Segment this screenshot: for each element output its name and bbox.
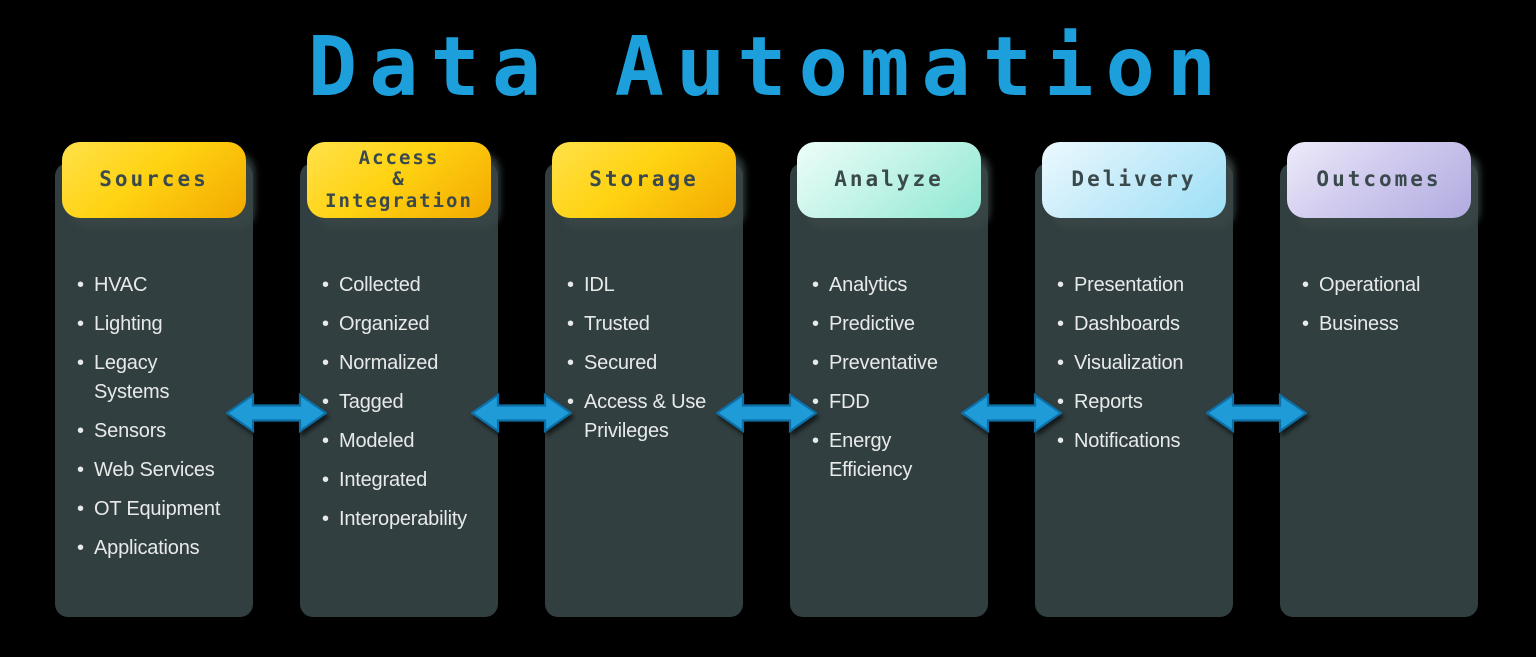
list-item: Operational: [1302, 271, 1456, 300]
list-item: IDL: [567, 271, 721, 300]
double-arrow-icon: [716, 391, 817, 435]
column-items: PresentationDashboardsVisualizationRepor…: [1035, 163, 1233, 456]
list-item: Sensors: [77, 417, 231, 446]
column-outcomes: Outcomes OperationalBusiness: [1280, 142, 1478, 617]
list-item: HVAC: [77, 271, 231, 300]
list-item: Dashboards: [1057, 310, 1211, 339]
list-item: Presentation: [1057, 271, 1211, 300]
column-sources: Sources HVAC LightingLegacy SystemsSensor…: [55, 142, 253, 617]
column-header-badge: Storage: [552, 142, 736, 218]
list-item: Trusted: [567, 310, 721, 339]
page-title: Data Automation: [307, 20, 1229, 115]
list-item: Tagged: [322, 388, 476, 417]
list-item: OT Equipment: [77, 495, 231, 524]
list-item: Preventative: [812, 349, 966, 378]
column-access-integration: Access & Integration CollectedOrganizedN…: [300, 142, 498, 617]
column-items: CollectedOrganizedNormalizedTaggedModele…: [300, 163, 498, 534]
column-items: HVAC LightingLegacy SystemsSensorsWeb Ser…: [55, 163, 253, 563]
list-item: Energy Efficiency: [812, 427, 966, 485]
column-header-badge: Sources: [62, 142, 246, 218]
list-item: Collected: [322, 271, 476, 300]
list-item: Organized: [322, 310, 476, 339]
list-item: Visualization: [1057, 349, 1211, 378]
column-header-badge: Outcomes: [1287, 142, 1471, 218]
column-header-badge: Access & Integration: [307, 142, 491, 218]
column-items: AnalyticsPredictivePreventativeFDD Energy…: [790, 163, 988, 485]
list-item: Legacy Systems: [77, 349, 231, 407]
list-item: Applications: [77, 534, 231, 563]
column-items: IDL TrustedSecuredAccess & Use Privileges: [545, 163, 743, 446]
double-arrow-icon: [471, 391, 572, 435]
list-item: Access & Use Privileges: [567, 388, 721, 446]
column-storage: Storage IDL TrustedSecuredAccess & Use Pr…: [545, 142, 743, 617]
list-item: Notifications: [1057, 427, 1211, 456]
column-analyze: Analyze AnalyticsPredictivePreventativeF…: [790, 142, 988, 617]
double-arrow-icon: [961, 391, 1062, 435]
column-items: OperationalBusiness: [1280, 163, 1478, 339]
list-item: Reports: [1057, 388, 1211, 417]
list-item: Web Services: [77, 456, 231, 485]
list-item: Business: [1302, 310, 1456, 339]
list-item: Integrated: [322, 466, 476, 495]
list-item: FDD: [812, 388, 966, 417]
list-item: Predictive: [812, 310, 966, 339]
column-header-badge: Delivery: [1042, 142, 1226, 218]
list-item: Interoperability: [322, 505, 476, 534]
list-item: Lighting: [77, 310, 231, 339]
double-arrow-icon: [1206, 391, 1307, 435]
list-item: Normalized: [322, 349, 476, 378]
list-item: Analytics: [812, 271, 966, 300]
list-item: Modeled: [322, 427, 476, 456]
column-header-badge: Analyze: [797, 142, 981, 218]
list-item: Secured: [567, 349, 721, 378]
double-arrow-icon: [226, 391, 327, 435]
column-delivery: Delivery PresentationDashboardsVisualiza…: [1035, 142, 1233, 617]
